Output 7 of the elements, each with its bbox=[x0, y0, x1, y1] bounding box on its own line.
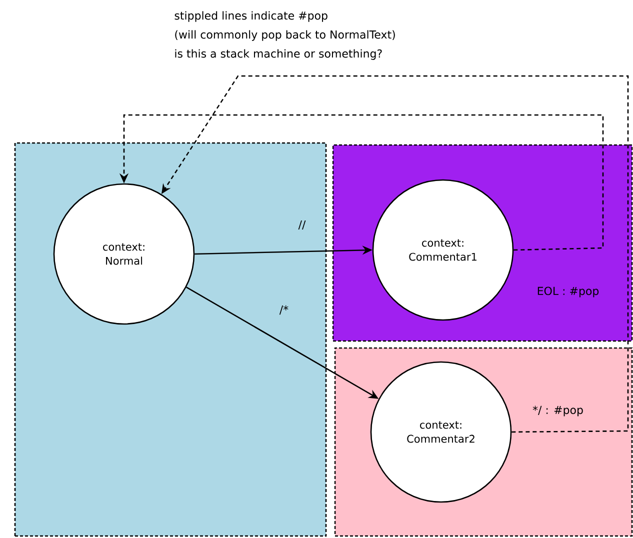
note-text: stippled lines indicate #pop bbox=[174, 11, 328, 22]
edge-label: */ : #pop bbox=[532, 406, 583, 416]
note-text: is this a stack machine or something? bbox=[175, 49, 382, 60]
edge-label: // bbox=[298, 220, 306, 230]
edge-label: EOL : #pop bbox=[538, 286, 599, 298]
edge-label: /* bbox=[279, 305, 288, 315]
note-text: (will commonly pop back to NormalText) bbox=[175, 30, 395, 41]
